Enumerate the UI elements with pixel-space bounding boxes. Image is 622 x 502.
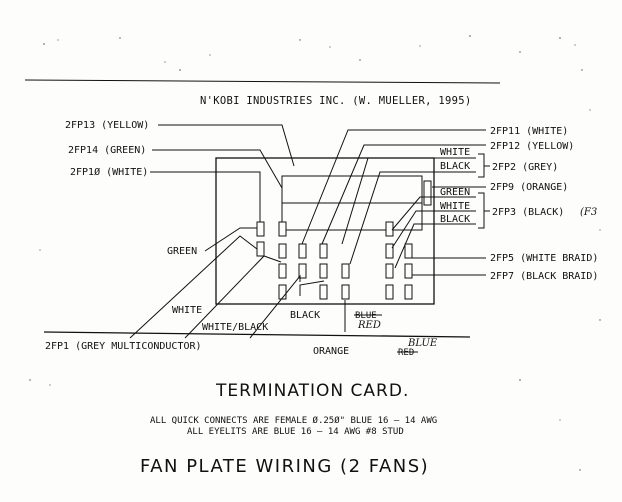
label-2fp9: 2FP9 (ORANGE): [490, 182, 568, 193]
label-2fp2: 2FP2 (GREY): [492, 162, 558, 173]
label-2fp3-note: (F3: [580, 207, 597, 218]
label-2fp7: 2FP7 (BLACK BRAID): [490, 271, 598, 282]
terminal: [423, 180, 432, 206]
terminal: [278, 243, 287, 259]
edit-red: RED: [357, 320, 381, 331]
terminal: [256, 241, 265, 257]
terminal: [385, 284, 394, 300]
terminal: [385, 221, 394, 237]
label-2fp3: 2FP3 (BLACK): [492, 207, 564, 218]
header-text: N'KOBI INDUSTRIES INC. (W. MUELLER, 1995…: [200, 95, 471, 107]
label-2fp14: 2FP14 (GREEN): [68, 145, 146, 156]
label-white-right-2: WHITE: [440, 201, 470, 212]
terminal: [256, 221, 265, 237]
terminal: [319, 284, 328, 300]
edit-blue-struck: BLUE: [355, 311, 377, 321]
terminal: [278, 263, 287, 279]
label-orange: ORANGE: [313, 346, 349, 357]
label-black-right: BLACK: [440, 161, 470, 172]
terminal: [385, 243, 394, 259]
right-wires: [301, 129, 490, 276]
fan-plate-title: FAN PLATE WIRING (2 FANS): [140, 456, 429, 477]
label-white-right: WHITE: [440, 147, 470, 158]
label-white-left: WHITE: [172, 305, 202, 316]
terminal: [319, 243, 328, 259]
terminal-array: [256, 180, 432, 300]
termination-card-outline: [215, 157, 435, 305]
note-quick-connects: ALL QUICK CONNECTS ARE FEMALE Ø.25Ø" BLU…: [150, 415, 437, 426]
terminal: [404, 263, 413, 279]
left-wires: [129, 124, 346, 339]
note-eyelits: ALL EYELITS ARE BLUE 16 — 14 AWG #8 STUD: [187, 427, 404, 437]
terminal: [298, 243, 307, 259]
header-rule: [24, 79, 501, 84]
terminal: [404, 284, 413, 300]
edit-blue: BLUE: [407, 338, 438, 349]
label-2fp5: 2FP5 (WHITE BRAID): [490, 253, 598, 264]
multiconductor-line: [43, 331, 471, 338]
label-2fp12: 2FP12 (YELLOW): [490, 141, 574, 152]
terminal: [341, 284, 350, 300]
terminal: [341, 263, 350, 279]
label-green-right: GREEN: [440, 187, 470, 198]
terminal: [385, 263, 394, 279]
label-black-left: BLACK: [290, 310, 320, 321]
hand-edits: BLUE RED BLUE RED: [354, 311, 438, 358]
edit-red-struck: RED: [398, 348, 414, 358]
label-2fp10: 2FP1Ø (WHITE): [70, 166, 148, 178]
label-green-left: GREEN: [167, 246, 197, 257]
label-white-black: WHITE/BLACK: [202, 322, 268, 333]
scan-noise: [29, 35, 601, 471]
label-2fp1: 2FP1 (GREY MULTICONDUCTOR): [45, 341, 202, 352]
terminal: [319, 263, 328, 279]
terminal: [278, 221, 287, 237]
terminal: [404, 243, 413, 259]
termination-card-title: TERMINATION CARD.: [215, 381, 409, 401]
label-2fp11: 2FP11 (WHITE): [490, 126, 568, 137]
label-black-right-2: BLACK: [440, 214, 470, 225]
terminal: [298, 263, 307, 279]
terminal: [278, 284, 287, 300]
label-2fp13: 2FP13 (YELLOW): [65, 120, 149, 131]
